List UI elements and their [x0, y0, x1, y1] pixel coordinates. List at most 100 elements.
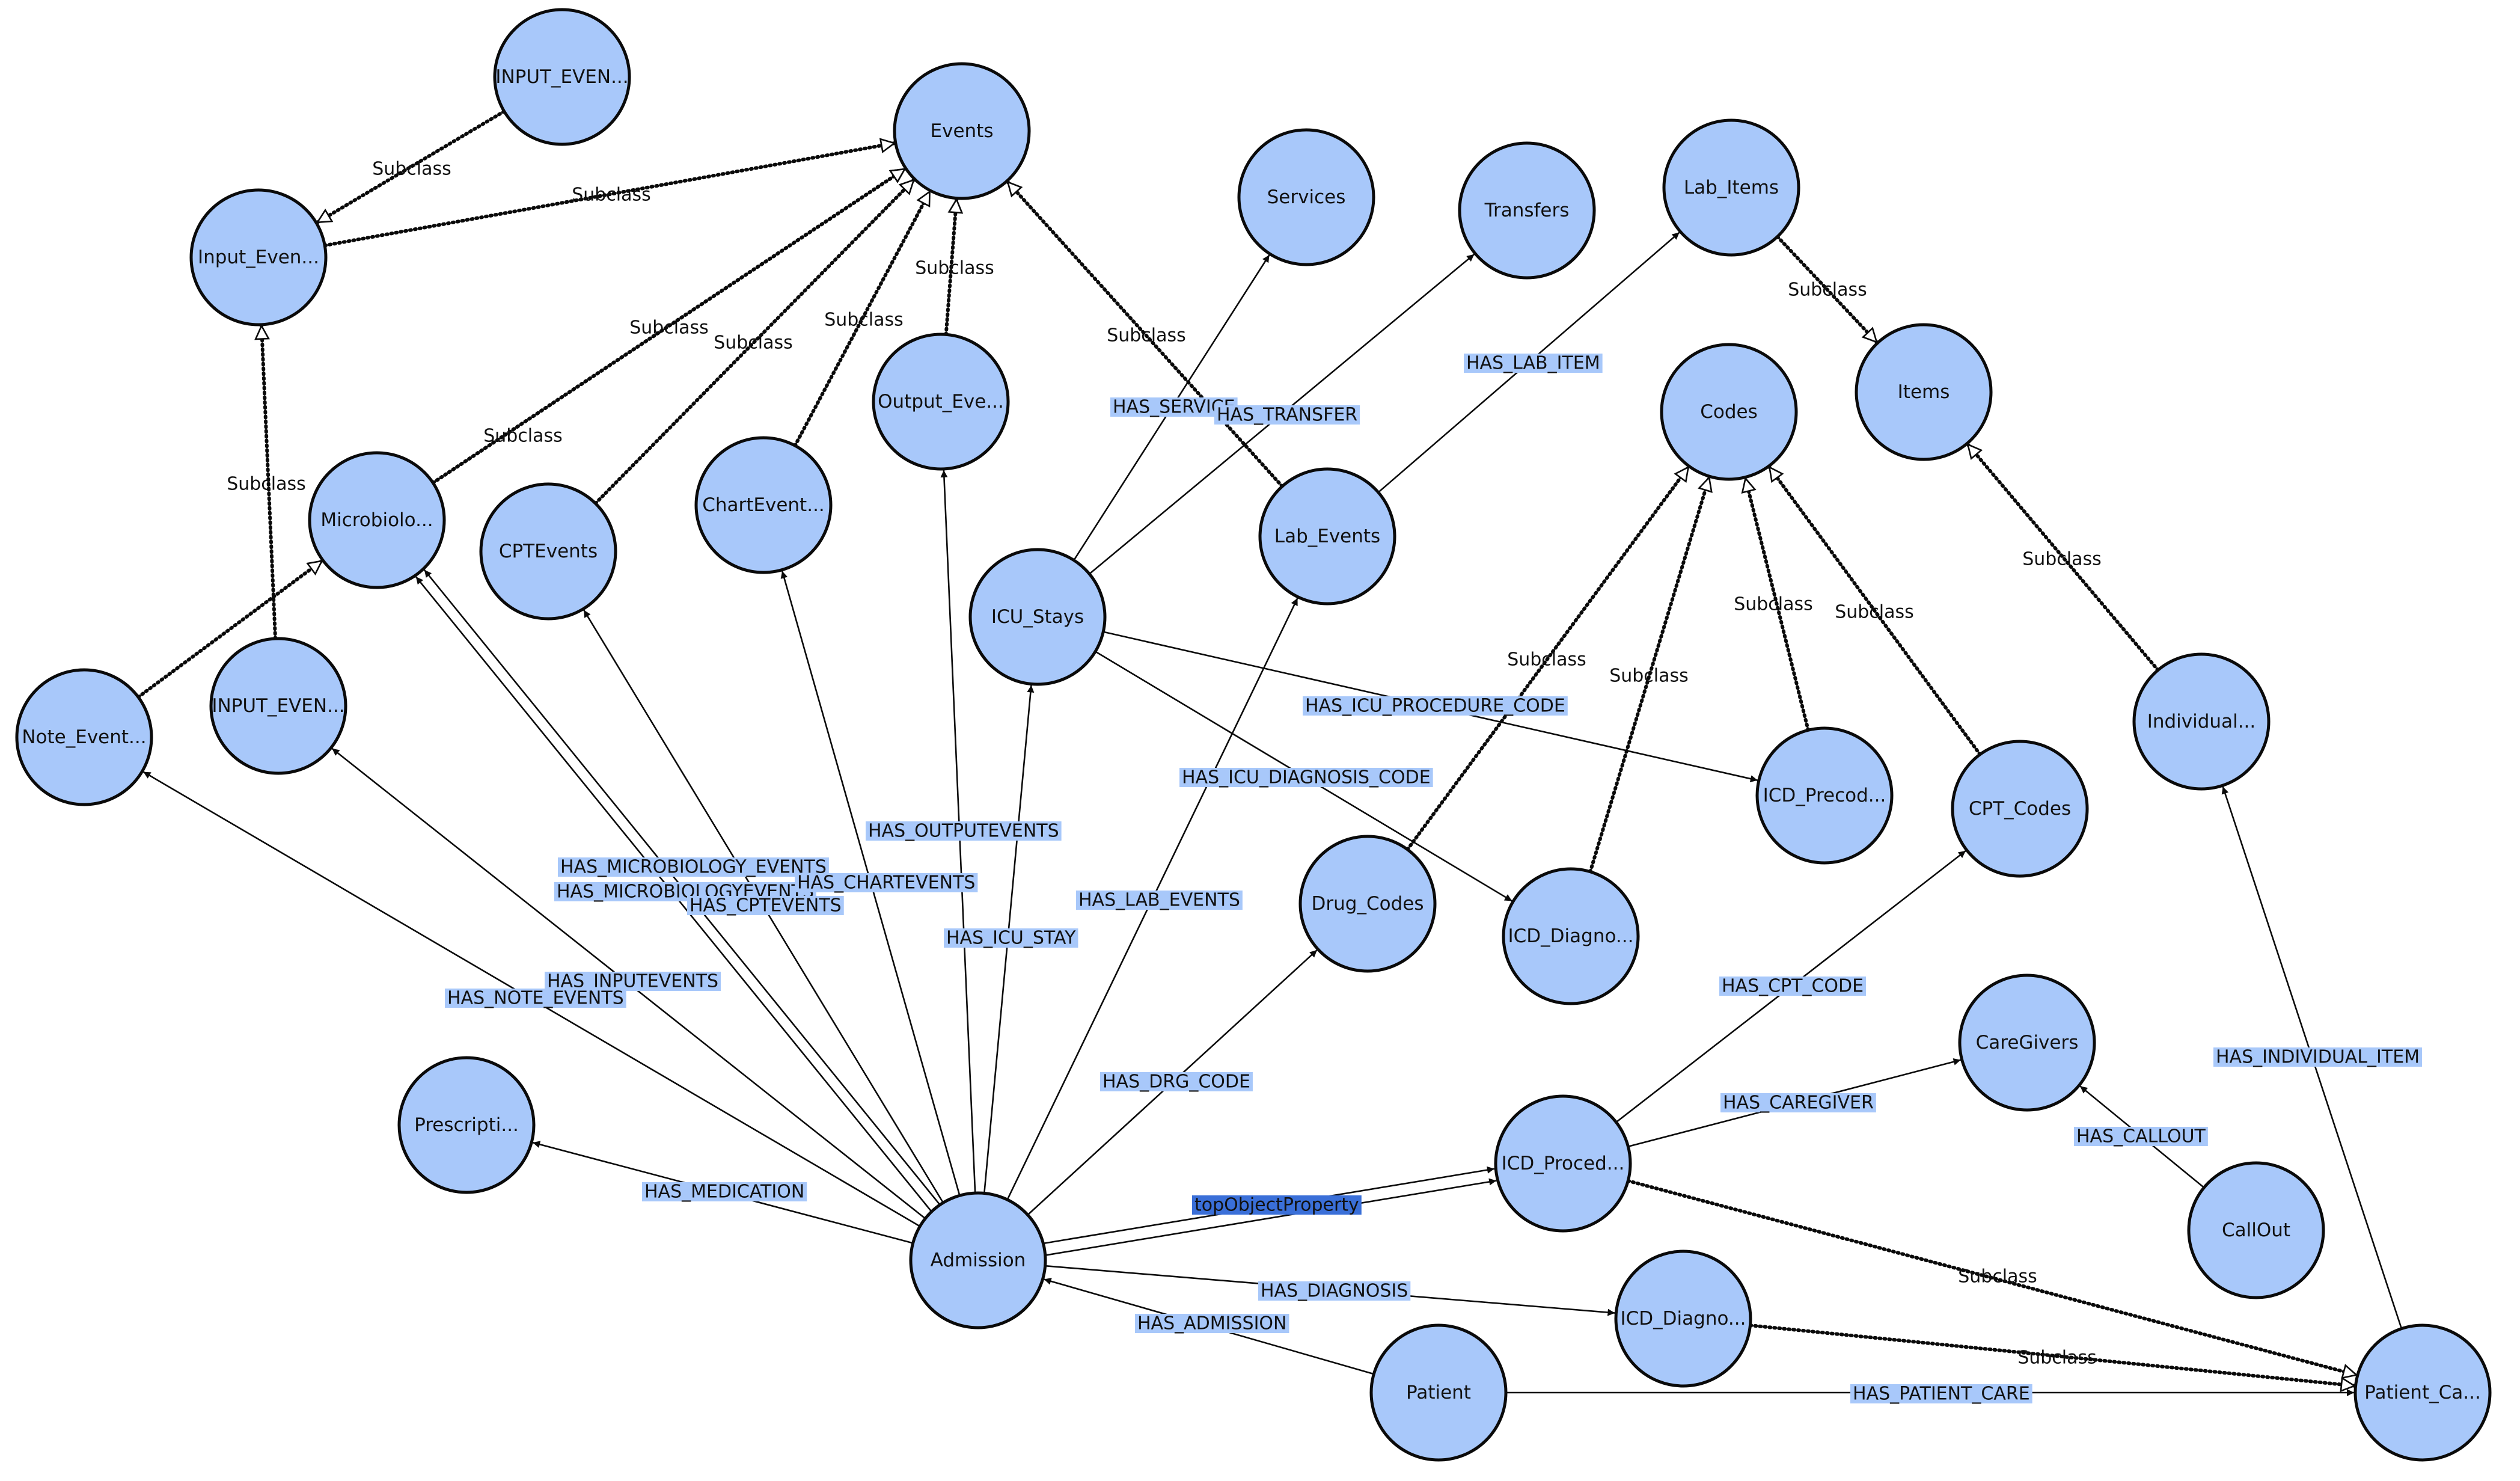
edge-label-text: HAS_DIAGNOSIS [1261, 1281, 1408, 1302]
node-label: CareGivers [1976, 1032, 2079, 1053]
node-drug-codes[interactable]: Drug_Codes [1298, 835, 1437, 973]
subclass-edge-icd-procedures-to-patient-care[interactable] [1626, 1179, 2358, 1375]
node-microbiology[interactable]: Microbiolo... [308, 451, 446, 589]
subclass-edge-individual-to-items[interactable] [1966, 443, 2160, 672]
edge-label-has-diagnosis[interactable]: HAS_DIAGNOSIS [1258, 1281, 1411, 1302]
edge-label-bg [1303, 696, 1568, 716]
edge-label-bg [642, 1182, 807, 1201]
edge-label-bg [1720, 1093, 1876, 1112]
edge-label-has-cptevents[interactable]: HAS_CPTEVENTS [687, 895, 844, 916]
node-input-events-mid[interactable]: INPUT_EVEN... [209, 637, 347, 775]
node-chart-events[interactable]: ChartEvent... [694, 436, 833, 574]
node-patient-care[interactable]: Patient_Ca... [2353, 1323, 2492, 1462]
edge-label-has-note-events[interactable]: HAS_NOTE_EVENTS [445, 988, 626, 1009]
node-transfers[interactable]: Transfers [1458, 141, 1596, 280]
edge-label-has-caregiver[interactable]: HAS_CAREGIVER [1720, 1093, 1876, 1114]
edge-label-bg [866, 821, 1062, 841]
node-lab-items[interactable]: Lab_Items [1662, 118, 1800, 257]
edge-label-has-lab-events[interactable]: HAS_LAB_EVENTS [1076, 890, 1243, 911]
node-circle [1494, 1094, 1632, 1233]
node-label: Lab_Events [1274, 526, 1380, 547]
edge-label-bg [1192, 1195, 1362, 1215]
node-lab-events[interactable]: Lab_Events [1258, 467, 1396, 606]
edge-label-has-transfer[interactable]: HAS_TRANSFER [1214, 405, 1360, 426]
edge-label-text: HAS_ICU_PROCEDURE_CODE [1305, 696, 1565, 717]
node-services[interactable]: Services [1237, 128, 1375, 266]
subclass-edge-note-events-to-microbiology[interactable] [136, 559, 324, 699]
node-items[interactable]: Items [1855, 323, 1993, 461]
node-icd-diagnosis-codes[interactable]: ICD_Diagno... [1502, 867, 1640, 1005]
edge-label-has-icu-procedure-code[interactable]: HAS_ICU_PROCEDURE_CODE [1303, 696, 1568, 717]
node-circle [1298, 835, 1437, 973]
node-output-events[interactable]: Output_Eve... [872, 333, 1010, 471]
subclass-edge-icd-procedure-codes-to-codes[interactable] [1746, 476, 1810, 732]
node-icd-procedure-codes[interactable]: ICD_Precod... [1755, 726, 1894, 865]
edge-label-has-icu-diagnosis-code[interactable]: HAS_ICU_DIAGNOSIS_CODE [1179, 767, 1433, 788]
subclass-edge-cpt-events-to-events[interactable] [593, 178, 916, 506]
edge-label-has-chartevents[interactable]: HAS_CHARTEVENTS [795, 872, 978, 894]
subclass-edge-cpt-codes-to-codes[interactable] [1767, 465, 1982, 756]
node-individual[interactable]: Individual... [2132, 652, 2271, 791]
node-icd-procedures[interactable]: ICD_Proced... [1494, 1094, 1632, 1233]
subclass-edge-drug-codes-to-codes[interactable] [1405, 465, 1690, 851]
node-icd-diagnoses[interactable]: ICD_Diagno... [1614, 1249, 1752, 1388]
edge-label-has-cpt-code[interactable]: HAS_CPT_CODE [1719, 976, 1867, 997]
edge-label-bg [1135, 1314, 1289, 1333]
edges-layer: SubclassSubclassSubclassSubclassSubclass… [136, 109, 2423, 1405]
node-label: Patient [1406, 1382, 1471, 1403]
edge-label-has-admission[interactable]: HAS_ADMISSION [1135, 1313, 1289, 1334]
edge-label-bg [1076, 891, 1243, 910]
subclass-edge-microbiology-to-events[interactable] [431, 167, 907, 485]
subclass-edge-input-events-mid-to-input-events-left[interactable] [261, 323, 278, 641]
edge-label-has-individual-item[interactable]: HAS_INDIVIDUAL_ITEM [2213, 1047, 2423, 1068]
subclass-edge-output-events-to-events[interactable] [944, 197, 956, 337]
node-input-events-left[interactable]: Input_Even... [189, 188, 328, 327]
node-callout[interactable]: CallOut [2187, 1161, 2325, 1299]
edge-label-text: HAS_CPTEVENTS [690, 895, 842, 916]
edge-label-has-lab-item[interactable]: HAS_LAB_ITEM [1464, 353, 1603, 374]
edge-label-has-microbiology-events[interactable]: HAS_MICROBIOLOGY_EVENTS [558, 857, 829, 878]
edge-label-has-patient-care[interactable]: HAS_PATIENT_CARE [1850, 1384, 2032, 1405]
node-admission[interactable]: Admission [909, 1191, 1047, 1329]
subclass-edge-lab-events-to-events[interactable] [1006, 180, 1284, 488]
node-label: Items [1898, 381, 1950, 403]
subclass-edge-input-events-top-to-input-events-left[interactable] [316, 109, 506, 224]
node-cpt-codes[interactable]: CPT_Codes [1951, 740, 2089, 878]
relation-edge-admission-to-icd-procedures[interactable] [1045, 1178, 1497, 1256]
edge-label-has-medication[interactable]: HAS_MEDICATION [642, 1182, 807, 1203]
node-circle [1458, 141, 1596, 280]
node-circle [1614, 1249, 1752, 1388]
subclass-label: Subclass [372, 159, 451, 180]
edge-label-text: HAS_CPT_CODE [1722, 976, 1864, 997]
subclass-label: Subclass [915, 258, 994, 279]
node-caregivers[interactable]: CareGivers [1958, 974, 2096, 1112]
edge-label-has-inputevents[interactable]: HAS_INPUTEVENTS [545, 971, 721, 992]
node-icu-stays[interactable]: ICU_Stays [968, 548, 1107, 686]
node-label: Events [931, 120, 994, 142]
node-label: Lab_Items [1684, 177, 1779, 198]
subclass-label: Subclass [2022, 549, 2102, 570]
edge-label-has-drg-code[interactable]: HAS_DRG_CODE [1100, 1072, 1253, 1093]
edge-label-top-object-property[interactable]: topObjectProperty [1192, 1195, 1362, 1216]
node-codes[interactable]: Codes [1660, 343, 1798, 481]
edge-label-has-callout[interactable]: HAS_CALLOUT [2074, 1126, 2208, 1147]
node-label: ICD_Diagno... [1508, 925, 1634, 947]
node-patient[interactable]: Patient [1369, 1323, 1508, 1462]
subclass-label: Subclass [1507, 649, 1586, 670]
subclass-edge-input-events-left-to-events[interactable] [323, 143, 896, 248]
subclass-edge-icd-diagnosis-codes-to-codes[interactable] [1588, 476, 1709, 874]
edge-label-has-icu-stay[interactable]: HAS_ICU_STAY [944, 928, 1078, 949]
subclass-edge-lab-items-to-items[interactable] [1775, 235, 1879, 344]
node-events[interactable]: Events [893, 62, 1031, 200]
node-input-events-top[interactable]: INPUT_EVEN... [493, 8, 631, 146]
edge-label-text: HAS_CAREGIVER [1723, 1093, 1874, 1114]
node-cpt-events[interactable]: CPTEvents [479, 482, 617, 621]
node-prescriptions[interactable]: Prescripti... [397, 1056, 536, 1194]
subclass-edge-icd-diagnoses-to-patient-care[interactable] [1748, 1323, 2356, 1386]
edge-label-text: HAS_INDIVIDUAL_ITEM [2216, 1047, 2420, 1068]
node-circle [209, 637, 347, 775]
subclass-edge-chart-events-to-events[interactable] [793, 189, 932, 448]
edge-label-has-outputevents[interactable]: HAS_OUTPUTEVENTS [866, 821, 1062, 842]
node-note-events[interactable]: Note_Event... [15, 668, 153, 806]
